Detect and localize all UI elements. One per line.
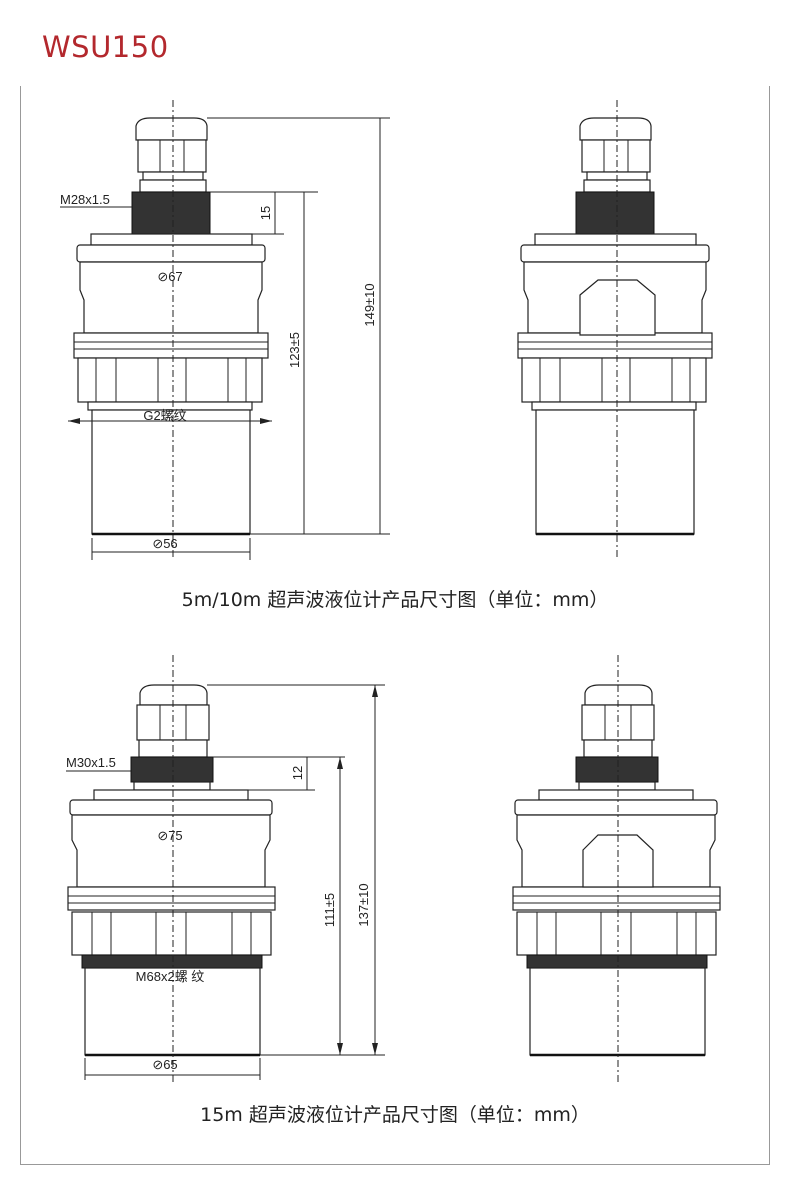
dim-thread-length: 15 bbox=[258, 206, 273, 220]
caption-5m: 5m/10m 超声波液位计产品尺寸图（单位：mm） bbox=[181, 589, 609, 611]
dim-thread-length: 12 bbox=[290, 766, 305, 780]
caption-15m: 15m 超声波液位计产品尺寸图（单位：mm） bbox=[200, 1104, 590, 1126]
thread-label: M28x1.5 bbox=[60, 192, 110, 207]
mount-thread-label: G2螺纹 bbox=[143, 408, 186, 423]
mount-thread-label: M68x2螺 纹 bbox=[136, 969, 205, 984]
dim-total-height: 137±10 bbox=[356, 883, 371, 926]
dim-body-diameter: ⊘75 bbox=[157, 828, 182, 843]
dim-bottom-diameter: ⊘56 bbox=[152, 536, 177, 551]
sensor-15m-side-view bbox=[511, 655, 722, 1085]
dim-total-height: 149±10 bbox=[362, 283, 377, 326]
dim-body-height: 111±5 bbox=[322, 893, 337, 927]
sensor-5m-front-view: M28x1.5 15 ⊘67 123±5 149±10 G2螺纹 ⊘56 bbox=[60, 100, 390, 560]
product-title: WSU150 bbox=[42, 30, 169, 64]
dim-body-diameter: ⊘67 bbox=[157, 269, 182, 284]
sensor-5m-side-view bbox=[516, 100, 714, 560]
dim-bottom-diameter: ⊘65 bbox=[152, 1057, 177, 1072]
sensor-15m-front-view: M30x1.5 12 ⊘75 111±5 137±10 M68x2螺 纹 ⊘65 bbox=[66, 655, 385, 1085]
thread-label: M30x1.5 bbox=[66, 755, 116, 770]
content-frame bbox=[20, 86, 770, 1165]
dim-body-height: 123±5 bbox=[287, 332, 302, 368]
